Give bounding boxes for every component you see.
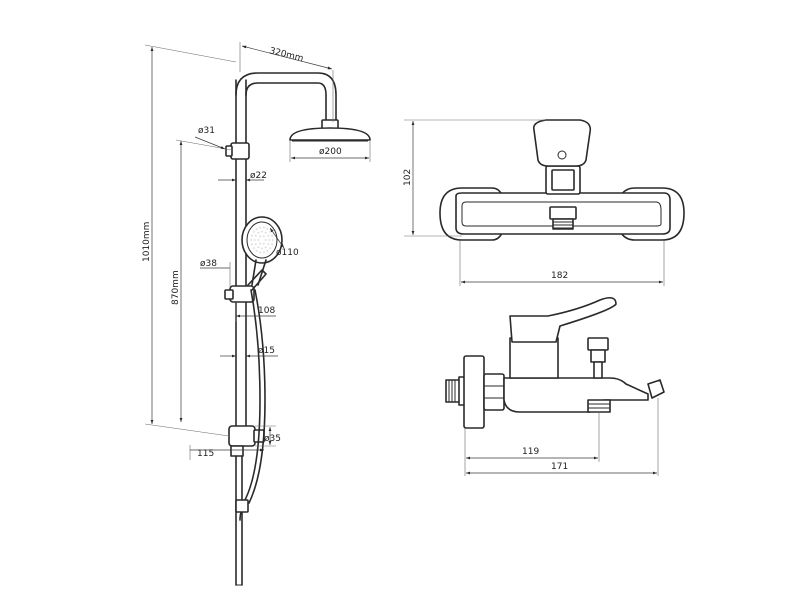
overhead-clamp: [225, 142, 250, 160]
mixer-side-view: [445, 296, 665, 429]
slide-holder: [224, 269, 267, 303]
nozzle: [271, 243, 273, 246]
nozzle: [261, 247, 263, 250]
nozzle: [255, 250, 258, 252]
dim-total-depth: 171: [551, 462, 568, 472]
nozzle: [252, 247, 255, 250]
mixer-front-view: [439, 119, 685, 241]
dim-overhead-reach: 320mm: [268, 46, 304, 64]
nozzle: [255, 228, 258, 231]
dim-overhead-clamp: ø31: [198, 126, 215, 136]
nozzle: [267, 234, 270, 237]
nozzle: [264, 231, 267, 234]
nozzle: [254, 239, 256, 241]
nozzle: [271, 234, 273, 237]
nozzle: [264, 246, 267, 249]
mixer-side-dimensions: 119 171: [464, 398, 659, 476]
nozzle: [257, 239, 260, 241]
dim-holder-projection: 108: [258, 306, 275, 316]
nozzle: [259, 226, 261, 229]
hand-shower-nozzles: [250, 226, 274, 254]
riser-pipe: [235, 79, 247, 431]
overhead-shower-head: [289, 119, 371, 142]
dim-overhead-head: ø200: [319, 147, 342, 157]
nozzle: [261, 230, 263, 233]
nozzle: [259, 235, 262, 238]
nozzle: [250, 239, 253, 241]
nozzle: [252, 231, 255, 233]
nozzle: [262, 242, 265, 245]
dim-slide-holder: ø38: [200, 259, 217, 269]
dim-mixer-width: 182: [551, 271, 568, 281]
shower-column: [224, 72, 371, 586]
nozzle: [263, 251, 265, 254]
overhead-arm: [235, 72, 337, 121]
nozzle: [254, 234, 257, 237]
nozzle: [269, 247, 272, 250]
nozzle: [269, 231, 272, 233]
nozzle: [268, 239, 270, 241]
mixer-front-dimensions: 102 182: [403, 119, 665, 286]
dim-slide-height: 870mm: [171, 270, 181, 305]
nozzle: [267, 243, 270, 246]
nozzle: [266, 250, 269, 252]
nozzle: [259, 242, 262, 245]
nozzle: [257, 231, 260, 234]
nozzle: [266, 228, 269, 231]
dim-spout-to-diverter: 119: [522, 447, 539, 457]
dim-lower-pipe: ø15: [258, 346, 275, 356]
dim-hand-shower: ø110: [276, 248, 299, 258]
nozzle: [254, 243, 257, 246]
dim-diverter-projection: 115: [197, 449, 214, 459]
dim-diverter: ø35: [264, 434, 281, 444]
nozzle: [251, 234, 253, 237]
nozzle: [251, 243, 253, 246]
nozzle: [271, 239, 274, 241]
shower-hose: [235, 289, 266, 586]
nozzle: [262, 235, 265, 238]
nozzle: [263, 226, 265, 229]
nozzle: [264, 239, 267, 241]
nozzle: [257, 246, 260, 249]
dim-mixer-height: 102: [403, 169, 413, 186]
dim-total-height: 1010mm: [142, 222, 152, 262]
nozzle: [259, 251, 261, 254]
dim-pipe-diameter: ø22: [250, 171, 267, 181]
